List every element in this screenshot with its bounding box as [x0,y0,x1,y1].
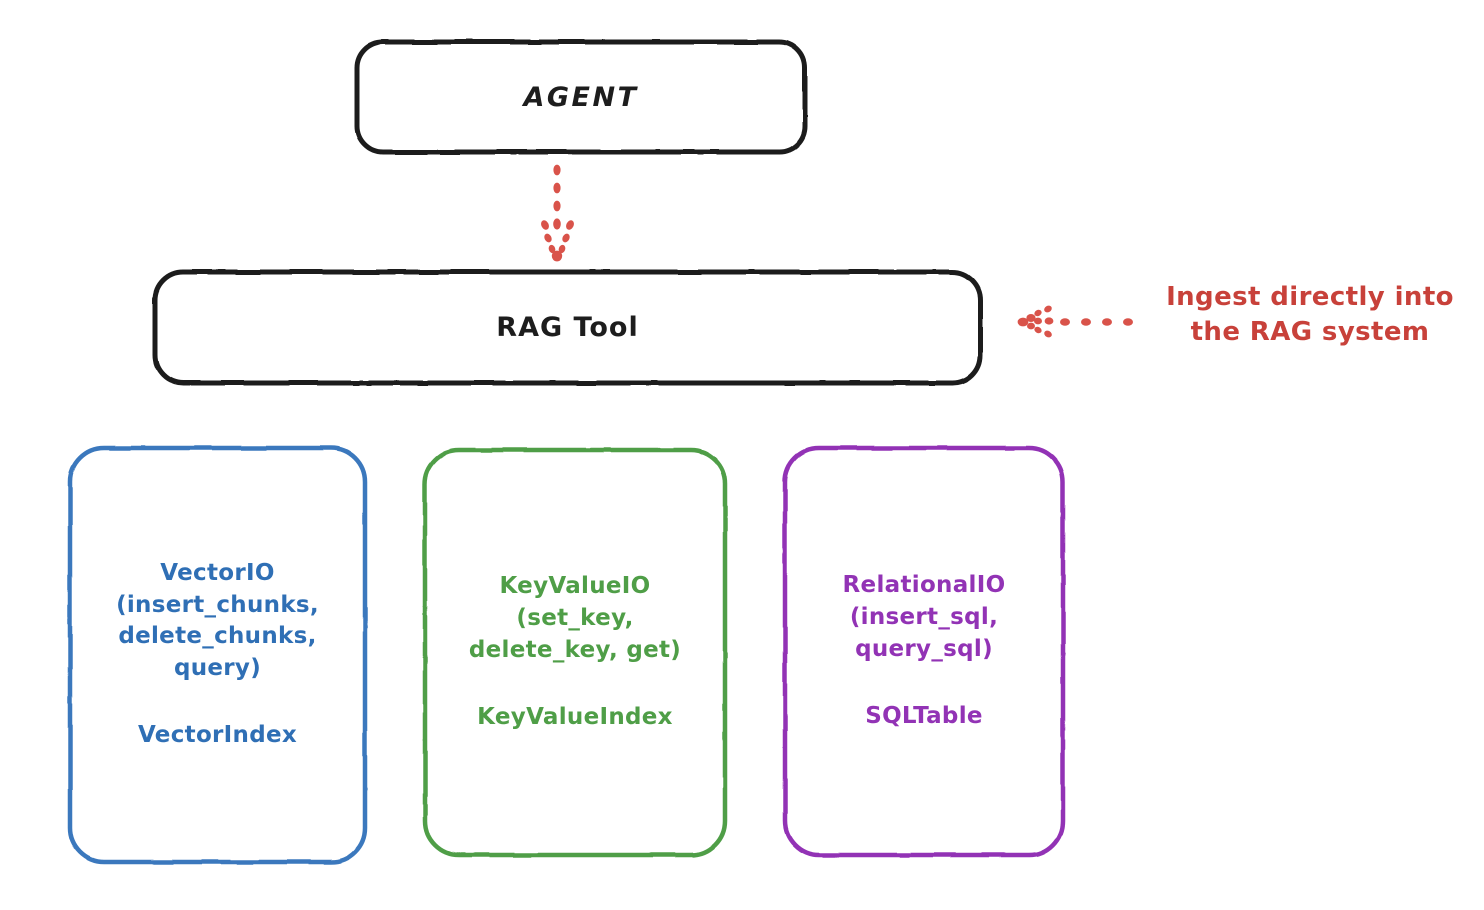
agent-to-rag-tool-arrow [541,164,574,262]
key-value-io-index-text: KeyValueIndex [477,704,673,731]
key-value-io-label: KeyValueIO (set_key, delete_key, get) Ke… [425,450,725,855]
vector-io-api-text: VectorIO (insert_chunks, delete_chunks, … [116,559,319,682]
agent-label: AGENT [523,81,639,113]
vector-io-box[interactable] [67,445,368,865]
annotation-to-rag-tool-arrow [1017,305,1133,338]
key-value-io-node[interactable] [422,447,728,858]
relational-io-node[interactable] [782,445,1066,858]
relational-io-box[interactable] [782,445,1066,858]
relational-io-api-text: RelationalIO (insert_sql, query_sql) [842,572,1006,662]
key-value-io-box[interactable] [422,447,728,858]
vector-io-node[interactable] [67,445,368,865]
rag-tool-node[interactable] [152,269,983,386]
key-value-io-api-text: KeyValueIO (set_key, delete_key, get) [468,573,682,663]
agent-box[interactable] [354,39,808,155]
vector-io-label: VectorIO (insert_chunks, delete_chunks, … [70,448,365,862]
vector-io-index-text: VectorIndex [137,722,298,749]
rag-tool-box[interactable] [152,269,983,386]
relational-io-label: RelationalIO (insert_sql, query_sql) SQL… [785,448,1063,855]
agent-node[interactable] [354,39,808,155]
relational-io-index-text: SQLTable [865,703,983,730]
ingest-annotation-label: Ingest directly into the RAG system [1166,282,1454,348]
rag-tool-label: RAG Tool [496,312,639,343]
